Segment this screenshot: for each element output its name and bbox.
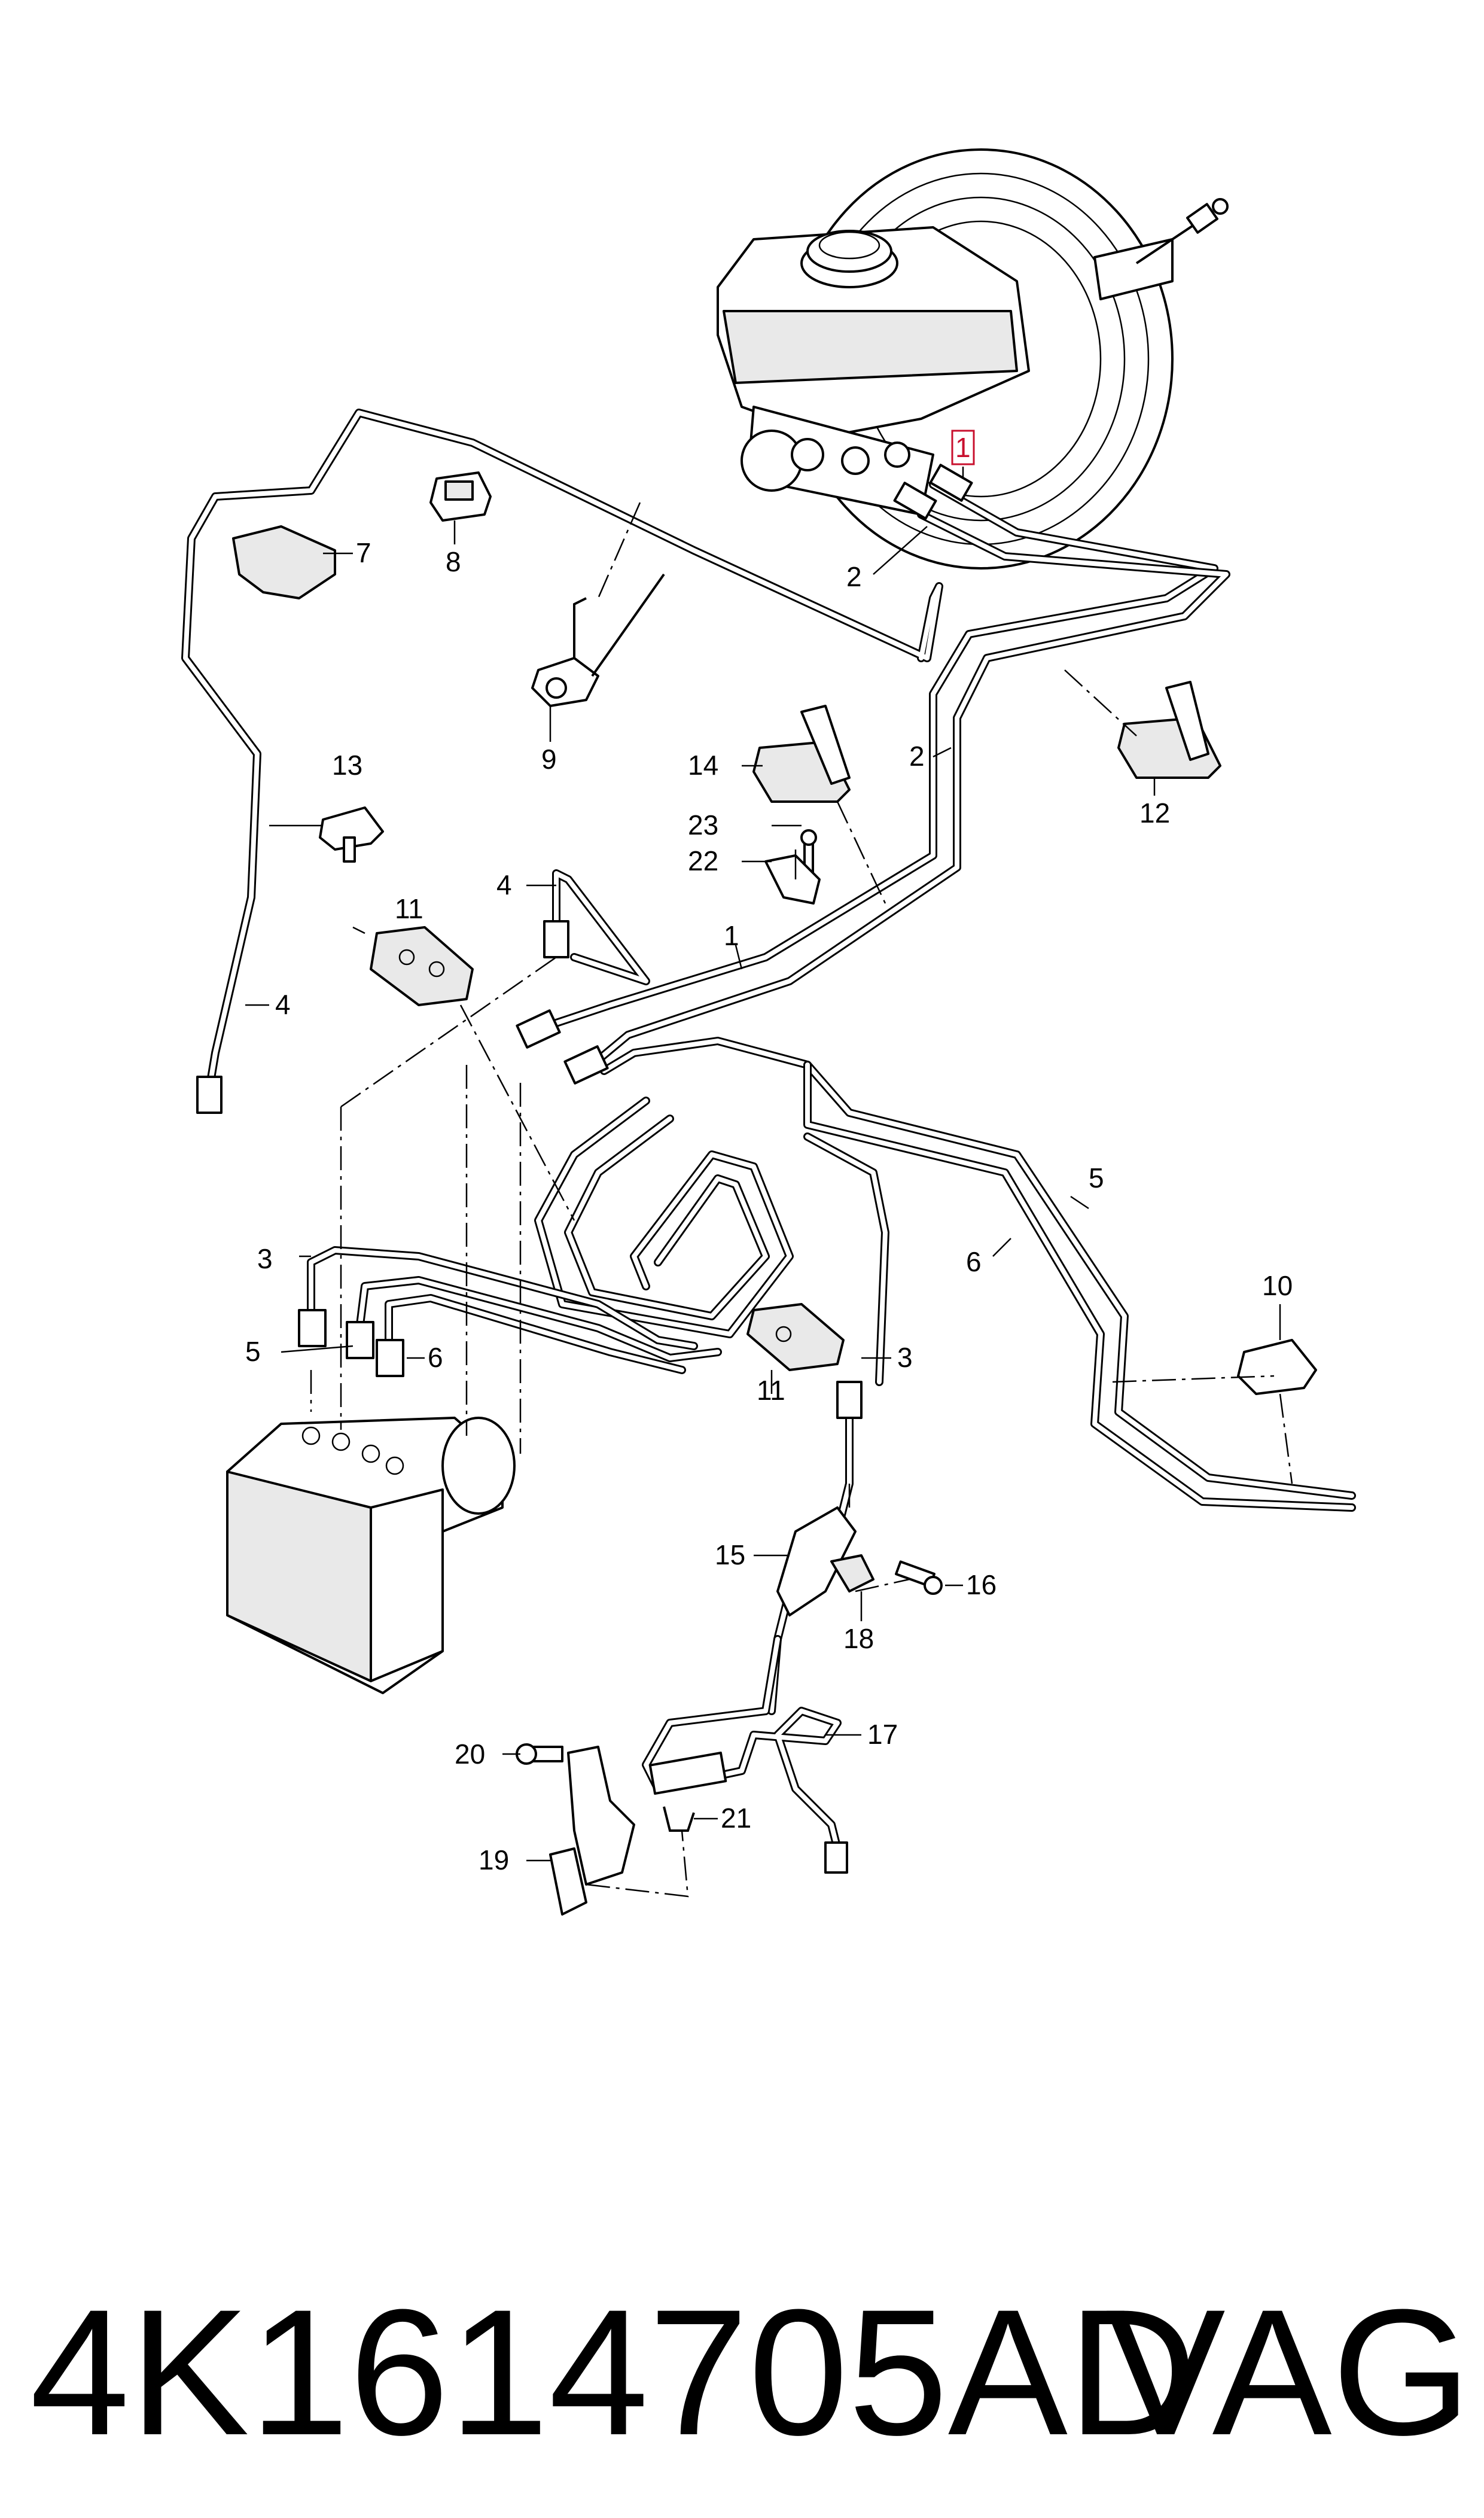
callout-8: 8 [446,546,461,577]
bolt-16 [895,1560,943,1595]
callout-1: 1 [955,432,971,463]
callout-5-right: 5 [1089,1162,1104,1193]
clip-14 [752,705,851,803]
callout-6-right: 6 [966,1246,982,1277]
clip-13 [319,806,384,863]
callout-11-lower: 11 [757,1375,785,1406]
callout-6-left: 6 [428,1342,443,1373]
callout-12: 12 [1139,797,1170,829]
callout-10: 10 [1262,1270,1293,1301]
callout-1-line: 1 [724,920,739,951]
callout-3-left: 3 [257,1243,273,1274]
callout-1-highlight-box [951,430,975,465]
master-cylinder [717,226,1030,516]
bolt-20 [516,1743,563,1765]
callout-23: 23 [688,809,718,841]
callout-9: 9 [541,744,557,775]
callout-5-left: 5 [245,1336,261,1367]
callout-11-upper: 11 [395,893,423,924]
bracket-22 [764,850,821,905]
callout-4-mid: 4 [496,869,512,900]
bracket-9 [531,573,665,707]
callout-15: 15 [715,1539,745,1570]
callout-3-right: 3 [897,1342,913,1373]
abs-control-unit [226,1417,516,1694]
pad-7 [232,525,336,599]
part-number: 4K1614705AD [30,2272,1197,2473]
callout-21: 21 [721,1803,751,1834]
callout-13: 13 [332,750,362,781]
callouts: 1 1 2 2 3 3 4 4 5 5 6 6 7 8 9 10 11 11 1… [245,430,1293,1875]
callout-17: 17 [867,1719,898,1750]
clip-11-lower [746,1303,845,1371]
hose-bracket-15 [776,1506,874,1616]
callout-20: 20 [455,1738,485,1770]
clip-21 [663,1806,695,1832]
callout-18: 18 [843,1623,874,1654]
callout-7: 7 [356,537,371,568]
callout-22: 22 [688,845,718,876]
fittings [196,464,973,1419]
brake-hose-17 [642,1635,848,1874]
callout-2-upper: 2 [846,561,862,592]
brake-lines [181,409,1356,1715]
part-number-footer: 4K1614705AD VAG [24,2273,1471,2471]
brand-name: VAG [1105,2272,1471,2473]
clip-10 [1237,1339,1317,1395]
clip-8 [429,471,492,522]
callout-leaders [245,467,1281,1862]
clip-11-upper [370,926,474,1006]
callout-2-mid: 2 [909,741,925,772]
callout-19: 19 [479,1844,509,1875]
assembly-leaders [310,502,1293,1898]
caliper-bracket-19 [549,1746,635,1916]
callout-16: 16 [966,1569,997,1600]
callout-14: 14 [688,750,718,781]
callout-4-left: 4 [275,989,291,1020]
clip-12 [1117,681,1221,779]
